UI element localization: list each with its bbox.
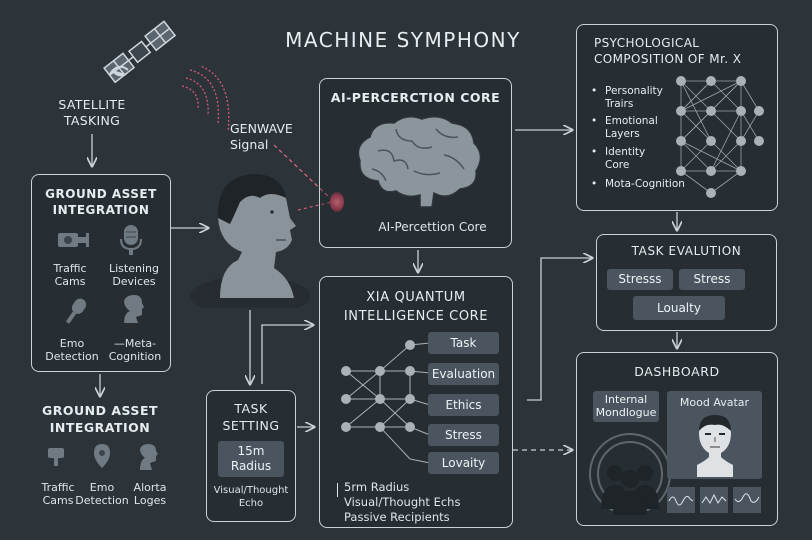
output-ethics: Ethics xyxy=(428,394,499,416)
mood-avatar-card: Mood Avatar xyxy=(667,391,762,479)
beam-line xyxy=(297,199,341,211)
crowd-silhouette-icon xyxy=(589,433,671,515)
arrow-tasksetting-to-xia xyxy=(261,325,313,384)
signal-waves-icon xyxy=(181,66,230,133)
microphone-icon xyxy=(65,298,87,324)
stress-pill-2: Stress xyxy=(679,269,745,290)
human-head-figure xyxy=(190,174,310,308)
traffic-camera-icon xyxy=(58,233,89,247)
quantum-network-graph xyxy=(341,340,431,464)
dashboard-title: DASHBOARD xyxy=(634,364,720,379)
signal-dashed-line xyxy=(273,144,331,199)
mood-avatar-label: Mood Avatar xyxy=(679,396,750,409)
neural-network-graph xyxy=(676,76,764,198)
xia-footer-bar xyxy=(337,483,338,497)
arrow-xia-to-eval xyxy=(527,258,592,401)
output-task: Task xyxy=(428,332,499,354)
main-title: MACHINE SYMPHONY xyxy=(285,28,521,52)
perception-caption: AI-Percettion Core xyxy=(378,220,487,234)
output-stress: Stress xyxy=(428,424,499,446)
task-evaluation-panel: TASK EVALUTION Stresss Stress Loualty xyxy=(596,234,777,331)
brain-icon xyxy=(357,116,482,208)
avatar-face-icon xyxy=(697,415,733,477)
waveform-panel-1 xyxy=(667,487,695,513)
satellite-icon xyxy=(103,20,177,84)
stress-pill-1: Stresss xyxy=(607,269,673,290)
psych-item-meta: • Mota-Cognition xyxy=(591,178,685,190)
head-profile-icon-2 xyxy=(140,444,158,470)
ai-perception-core-panel: AI-PERCERCTION CORE AI-Percettion Core xyxy=(319,78,512,248)
output-evaluation: Evaluation xyxy=(428,363,499,385)
perception-title: AI-PERCERCTION CORE xyxy=(330,90,501,105)
loyalty-pill: Loualty xyxy=(633,296,725,320)
task-eval-title: TASK EVALUTION xyxy=(631,244,742,258)
output-loyalty: Lovaity xyxy=(428,452,499,474)
neural-beam-glow xyxy=(330,192,344,212)
listening-device-icon xyxy=(120,225,142,255)
waveform-panel-3 xyxy=(733,487,761,513)
head-profile-icon xyxy=(124,295,144,323)
location-pin-icon xyxy=(94,444,110,468)
traffic-camera-icon-2 xyxy=(48,448,64,466)
meta-cognition-label: —Meta-Cognition xyxy=(108,337,162,363)
waveform-panel-2 xyxy=(700,487,728,513)
